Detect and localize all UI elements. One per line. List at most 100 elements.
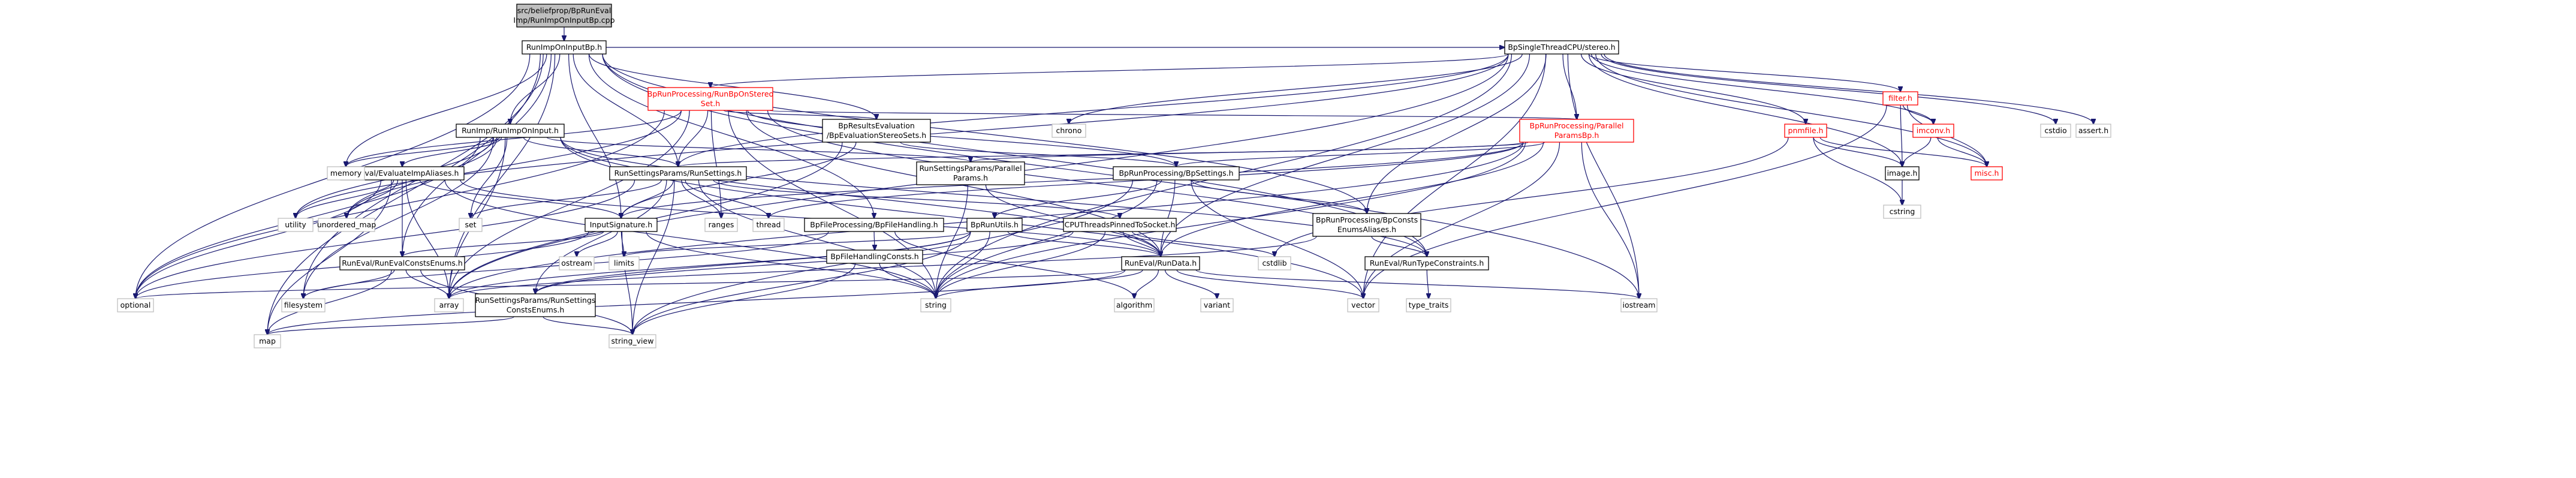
node-label: cstdlib: [1262, 258, 1287, 267]
edge-runimponinput-to-runsettingsparallel: [546, 137, 971, 162]
node-box[interactable]: [1912, 124, 1954, 138]
node-box[interactable]: [1784, 124, 1827, 138]
node-box[interactable]: [1885, 166, 1920, 181]
node-label: RunEval/EvaluateImpAliases.h: [346, 169, 459, 178]
node-box[interactable]: [456, 124, 565, 138]
node-bpfilehandlingconsts[interactable]: BpFileHandlingConsts.h: [826, 249, 923, 264]
edge-runevaldata-to-string: [936, 269, 1143, 299]
node-label: RunImp/RunImpOnInput.h: [462, 126, 559, 135]
edge-runimponinput-to-runtypeconstraints: [560, 137, 1427, 257]
edge-runsettings-to-string_view: [632, 179, 675, 335]
node-box: [1883, 205, 1921, 219]
edge-filter-to-imconv: [1902, 104, 1933, 124]
edge-runsettingsconstsenums-to-string_view: [543, 316, 632, 335]
node-label: RunEval/RunTypeConstraints.h: [1370, 258, 1484, 267]
node-vector: vector: [1347, 298, 1379, 312]
node-box: [559, 256, 595, 270]
node-box: [318, 218, 375, 232]
edge-runsettings-to-runsettingsconstsenums: [535, 179, 667, 294]
edge-runimponinputbp-to-map: [267, 53, 541, 335]
node-runtypeconstraints[interactable]: RunEval/RunTypeConstraints.h: [1364, 256, 1489, 270]
node-box: [2040, 124, 2071, 138]
edge-bpparallelparams-to-vector: [1363, 142, 1560, 299]
node-filter[interactable]: filter.h: [1882, 91, 1918, 106]
node-box: [608, 334, 656, 348]
node-box[interactable]: [966, 218, 1023, 232]
edge-bpsinglethread-to-bprunbponstereoset: [710, 53, 1509, 88]
edge-runimponinput-to-filesystem: [303, 137, 494, 299]
node-map: map: [254, 334, 281, 348]
node-label: assert.h: [2078, 126, 2108, 135]
edge-runsettings-to-string: [698, 179, 936, 299]
node-memory: memory: [327, 166, 365, 181]
node-box[interactable]: [585, 218, 658, 232]
node-label: string_view: [611, 336, 654, 345]
edge-cputhreads-to-runevaldata: [1122, 231, 1161, 257]
edge-bpsinglethread-to-bpparallelparams: [1562, 53, 1577, 119]
node-type_traits: type_traits: [1406, 298, 1451, 312]
node-label: cstdio: [2044, 126, 2066, 135]
node-box[interactable]: [822, 119, 931, 143]
edge-bpsinglethread-to-cstdio: [1601, 53, 2056, 124]
node-bpsettings[interactable]: BpRunProcessing/BpSettings.h: [1113, 166, 1240, 181]
node-box[interactable]: [475, 293, 596, 317]
node-inputsignature[interactable]: InputSignature.h: [585, 218, 658, 232]
edge-bpparallelparams-to-iostream: [1581, 142, 1639, 299]
node-runsettingsconstsenums[interactable]: RunSettingsParams/RunSettingsConstsEnums…: [475, 293, 596, 317]
edge-runimponinputbp-to-filehandling: [588, 53, 874, 218]
node-label: variant: [1204, 300, 1230, 309]
edge-cputhreads-to-cstdlib: [1132, 231, 1275, 257]
node-box[interactable]: [1971, 166, 2003, 181]
node-box[interactable]: [826, 249, 923, 264]
node-label: pnmfile.h: [1788, 126, 1824, 135]
edge-cputhreads-to-string: [936, 231, 1106, 299]
node-label: unordered_map: [317, 220, 376, 229]
node-runimponinputbp[interactable]: RunImpOnInputBp.h: [522, 40, 607, 55]
edge-evaluateimpaliases-to-inputsignature: [419, 179, 621, 218]
node-box[interactable]: [1063, 218, 1177, 232]
edge-evaluateimpaliases-to-string: [444, 179, 936, 299]
node-box[interactable]: [1113, 166, 1240, 181]
node-bprunutils[interactable]: BpRunUtils.h: [966, 218, 1023, 232]
node-runevalconstsenums[interactable]: RunEval/RunEvalConstsEnums.h: [339, 256, 465, 270]
node-misc[interactable]: misc.h: [1971, 166, 2003, 181]
edge-runevaldata-to-algorithm: [1134, 269, 1159, 299]
node-bpresultseval[interactable]: BpResultsEvaluation/BpEvaluationStereoSe…: [822, 119, 931, 143]
node-box[interactable]: [609, 166, 747, 181]
node-runimponinput[interactable]: RunImp/RunImpOnInput.h: [456, 124, 565, 138]
node-box[interactable]: [1882, 91, 1918, 106]
edge-runimponinputbp-to-memory: [346, 53, 547, 167]
edge-evaluateimpaliases-to-array: [405, 179, 449, 299]
node-box[interactable]: [1121, 256, 1200, 270]
node-string_view: string_view: [608, 334, 656, 348]
node-filehandling[interactable]: BpFileProcessing/BpFileHandling.h: [804, 218, 944, 232]
edge-inputsignature-to-string: [646, 231, 936, 299]
edge-runsettings-to-set: [471, 179, 662, 218]
node-box[interactable]: [1312, 213, 1421, 237]
node-cputhreads[interactable]: CPUThreadsPinnedToSocket.h: [1063, 218, 1177, 232]
node-pnmfile[interactable]: pnmfile.h: [1784, 124, 1827, 138]
node-box[interactable]: [804, 218, 944, 232]
node-runevaldata[interactable]: RunEval/RunData.h: [1121, 256, 1200, 270]
edge-runimponinput-to-evaluateimpaliases: [402, 137, 502, 167]
node-image[interactable]: image.h: [1885, 166, 1920, 181]
node-box[interactable]: [647, 87, 773, 111]
node-bpsinglethread[interactable]: BpSingleThreadCPU/stereo.h: [1504, 40, 1619, 55]
node-root: src/beliefprop/BpRunEvalImp/RunImpOnInpu…: [513, 4, 615, 28]
node-box[interactable]: [522, 40, 607, 55]
node-box[interactable]: [916, 161, 1025, 185]
node-label: BpResultsEvaluation: [838, 121, 915, 130]
node-box[interactable]: [1504, 40, 1619, 55]
node-runsettings[interactable]: RunSettingsParams/RunSettings.h: [609, 166, 747, 181]
node-label: BpFileHandlingConsts.h: [830, 252, 918, 261]
node-box[interactable]: [1364, 256, 1489, 270]
node-box[interactable]: [1519, 119, 1634, 143]
edge-runsettingsconstsenums-to-map: [267, 316, 514, 335]
node-imconv[interactable]: imconv.h: [1912, 124, 1954, 138]
edge-runevaldata-to-map: [267, 269, 1126, 335]
node-box[interactable]: [339, 256, 465, 270]
